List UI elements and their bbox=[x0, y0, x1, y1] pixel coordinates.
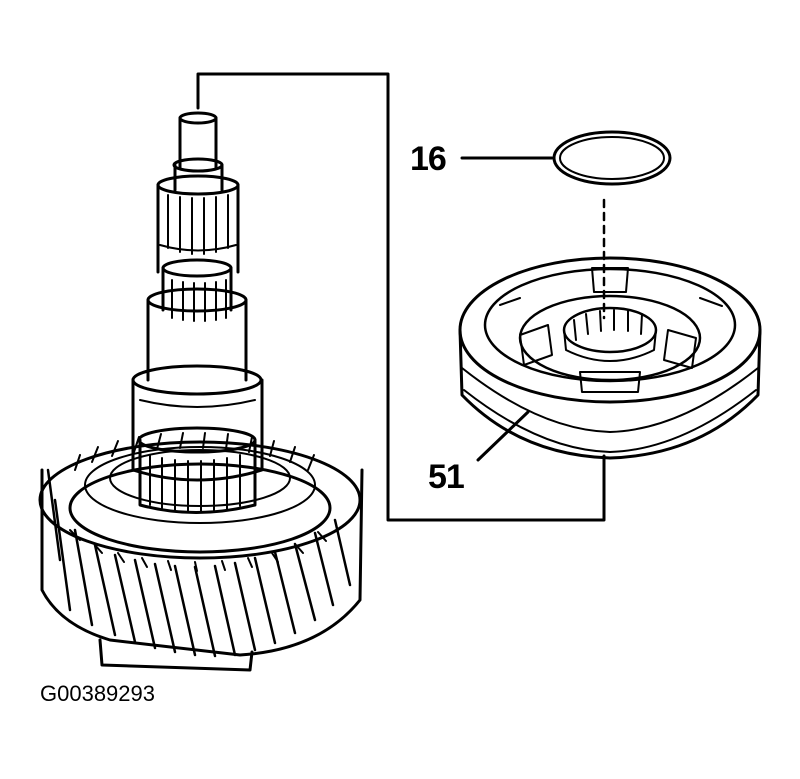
figure-id: G00389293 bbox=[40, 681, 155, 706]
assembly-bracket-line bbox=[196, 72, 606, 522]
leader-line-51 bbox=[476, 410, 530, 462]
output-shaft bbox=[131, 111, 264, 514]
callout-16: 16 bbox=[410, 140, 447, 178]
callout-51: 51 bbox=[428, 458, 465, 496]
synchronizer-assembly bbox=[458, 256, 762, 460]
snap-ring bbox=[552, 130, 672, 186]
